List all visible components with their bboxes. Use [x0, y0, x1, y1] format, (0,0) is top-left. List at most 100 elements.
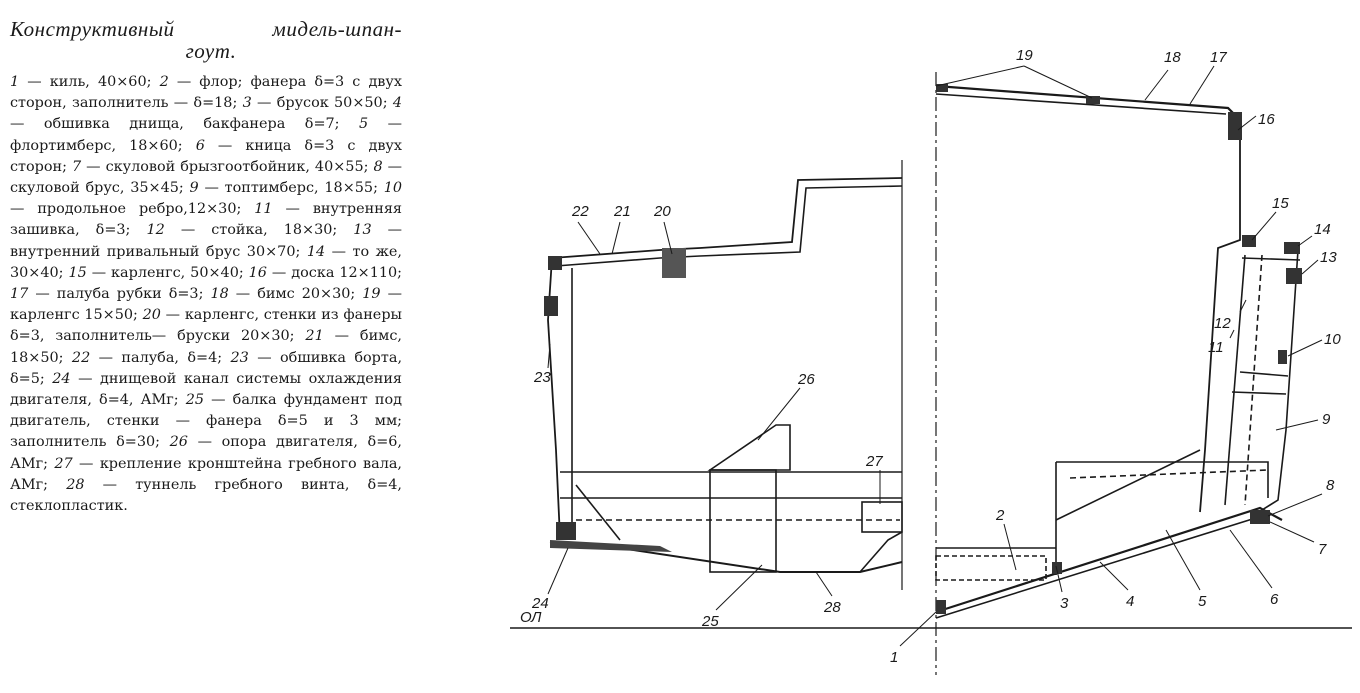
floor — [1056, 461, 1269, 498]
side-shell-23 — [547, 257, 561, 539]
legend-entry-text: обшивка днища, бакфанера δ=7; — [43, 116, 340, 133]
legend-entry: 13 — внутренний привальный брус 30×70; — [10, 222, 403, 260]
deckhouse-roof-inner — [935, 93, 1227, 115]
legend-entry-text: туннель гребного винта, δ=4, стеклопласт… — [10, 476, 402, 515]
legend-entry: 1 — киль, 40×60; — [10, 74, 152, 90]
deck-22 — [551, 177, 903, 259]
callout-19: 19 — [1016, 47, 1033, 64]
legend-entry-number: 1 — [10, 74, 20, 90]
legend-entry-text: внутренний привальный брус 30×70; — [10, 243, 301, 260]
legend-entry-text: опора двигателя, δ=6, АМг; — [10, 434, 402, 472]
callout-14: 14 — [1314, 221, 1331, 238]
callout-23: 23 — [533, 369, 551, 386]
legend-entry: 26 — опора двигателя, δ=6, АМг; — [10, 434, 402, 472]
callout-16: 16 — [1258, 111, 1275, 128]
legend-entry-text: брусок 50×50; — [276, 95, 388, 112]
callout-28: 28 — [823, 599, 841, 616]
callout-1: 1 — [890, 649, 898, 666]
topside-frame — [1261, 249, 1299, 511]
legend-entry-number: 20 — [142, 307, 161, 324]
bracket-27 — [861, 501, 903, 533]
callout-21: 21 — [613, 203, 631, 220]
callout-24: 24 — [531, 595, 549, 612]
callout-15: 15 — [1272, 195, 1289, 212]
tunnel-28 — [780, 531, 903, 573]
legend-entry-text: палуба, δ=4; — [121, 349, 223, 366]
legend-entry: 22 — палуба, δ=4; — [71, 349, 223, 366]
callout-7: 7 — [1318, 541, 1327, 558]
legend-entry: 21 — бимс, 18×50; — [10, 328, 403, 366]
channel-plate-24 — [550, 540, 672, 552]
legend-entry: 16 — доска 12×110; — [248, 264, 403, 281]
legend-entry-number: 24 — [52, 370, 71, 387]
legend-entry: 25 — балка фундамент под двигатель, стен… — [10, 392, 402, 451]
left-frame-structure — [544, 177, 903, 573]
legend-entry-text: карленгс 15×50; — [10, 307, 138, 324]
baseline-label: ОЛ — [520, 609, 542, 626]
legend-entry: 6 — кница δ=3 с двух сторон; — [10, 137, 403, 175]
callout-27: 27 — [865, 453, 883, 470]
legend-entry: 15 — карленгс, 50×40; — [68, 264, 244, 281]
legend-entry: 27 — крепление кронштейна гребного вала,… — [10, 455, 402, 493]
channel-24 — [556, 522, 576, 540]
legend: Конструктивный мидель-шпан- гоут. 1 — ки… — [10, 18, 402, 517]
legend-entry-text: бимс 20×30; — [257, 286, 356, 303]
bottom-shell — [935, 506, 1283, 614]
legend-entry-text: внутренняя зашивка, δ=3; — [10, 201, 403, 239]
clamp-14 — [1284, 242, 1300, 254]
legend-entry-text: карленгс, 50×40; — [111, 264, 244, 281]
legend-body: 1 — киль, 40×60; 2 — флор; фанера δ=3 с … — [10, 72, 402, 517]
legend-entry: 9 — топтимберс, 18×55; — [189, 180, 378, 197]
legend-entry-number: 21 — [305, 328, 324, 345]
legend-entry-number: 14 — [306, 243, 326, 260]
legend-entry-text: кница δ=3 с двух сторон; — [10, 137, 403, 175]
legend-entry-number: 18 — [210, 286, 229, 303]
legend-entry-text: киль, 40×60; — [49, 74, 152, 90]
legend-entry-number: 5 — [358, 116, 369, 133]
legend-entry-number: 13 — [353, 222, 372, 239]
carling-19a — [936, 84, 948, 92]
keel-block — [935, 555, 1047, 581]
callout-20: 20 — [653, 203, 671, 220]
legend-entry-text: стойка, 18×30; — [211, 222, 338, 239]
legend-entry-text: доска 12×110; — [291, 264, 403, 281]
legend-entry-number: 7 — [72, 158, 82, 175]
legend-title-line1: Конструктивный мидель-шпан- — [10, 17, 402, 41]
legend-entry-text: продольное ребро,12×30; — [37, 201, 242, 218]
legend-entry: 28 — туннель гребного винта, δ=4, стекло… — [10, 476, 402, 515]
callout-26: 26 — [797, 371, 815, 388]
floor-dashed — [1069, 469, 1269, 479]
legend-entry: 14 — то же, 30×40; — [10, 243, 402, 281]
leader-lines — [547, 65, 1323, 647]
legend-entry-text: карленгс, стенки из фанеры δ=3, заполнит… — [10, 307, 402, 345]
legend-entry-number: 28 — [66, 476, 85, 493]
legend-entry-number: 25 — [185, 392, 205, 409]
callout-4: 4 — [1126, 593, 1134, 610]
legend-entry-text: скуловой брус, 35×45; — [10, 180, 184, 197]
legend-title-line2: гоут. — [185, 39, 237, 63]
block-20 — [662, 248, 686, 278]
bottom-shell-inner — [935, 515, 1263, 619]
legend-entry-text: флортимберс, 18×60; — [10, 137, 183, 154]
legend-entry: 2 — флор; фанера δ=3 с двух сторон, запо… — [10, 74, 402, 112]
legend-entry: 19 — карленгс 15×50; — [10, 286, 402, 324]
legend-entry-text: палуба рубки δ=3; — [56, 286, 204, 303]
side-shell — [1199, 140, 1241, 513]
callout-3: 3 — [1060, 595, 1069, 612]
callout-11: 11 — [1208, 339, 1224, 356]
legend-entry-number: 3 — [242, 95, 252, 112]
legend-entry-text: бимс, 18×50; — [10, 328, 403, 366]
legend-title: Конструктивный мидель-шпан- гоут. — [10, 18, 402, 62]
block-22 — [548, 256, 562, 270]
legend-entry: 23 — обшивка борта, δ=5; — [10, 349, 403, 387]
legend-entry: 12 — стойка, 18×30; — [146, 222, 338, 239]
callout-2: 2 — [995, 507, 1005, 524]
legend-entry: 3 — брусок 50×50; — [242, 95, 388, 112]
legend-entry: 10 — продольное ребро,12×30; — [10, 180, 403, 218]
legend-entry-text: крепление кронштейна гребного вала, АМг; — [10, 455, 402, 493]
chine-7 — [1250, 510, 1270, 524]
legend-entry-number: 22 — [71, 349, 91, 366]
legend-entry-number: 2 — [159, 74, 169, 90]
legend-entry-text: топтимберс, 18×55; — [224, 180, 378, 197]
